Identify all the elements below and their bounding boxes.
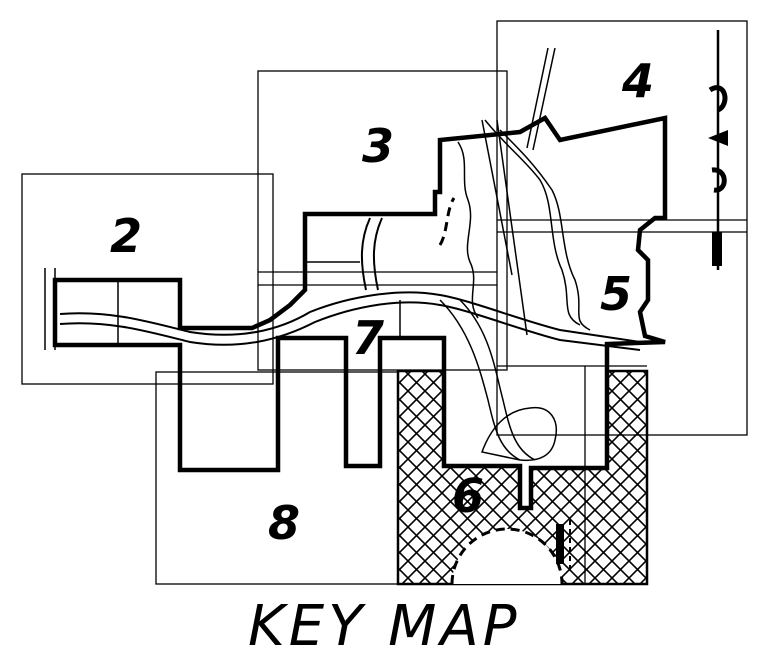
stream (459, 299, 536, 461)
access-road (532, 47, 556, 151)
sheet-label-6: 6 (452, 469, 484, 523)
map-title: KEY MAP (248, 594, 521, 659)
sheet-label-8: 8 (268, 496, 300, 550)
river-bank (457, 141, 479, 319)
sheet-label-2: 2 (110, 209, 142, 263)
sheet-label-7: 7 (352, 311, 384, 365)
sheet-4-outline (496, 20, 748, 436)
sheet-label-3: 3 (362, 119, 394, 173)
sheet-6-marker (556, 524, 564, 564)
sheet-6-arc-cutout (452, 529, 562, 584)
access-road (481, 119, 513, 276)
north-arrow-icon (708, 30, 728, 270)
stream (439, 299, 521, 461)
sheet-label-4: 4 (621, 54, 654, 108)
highway-corridor (59, 291, 641, 343)
creek (360, 217, 383, 291)
sheet-label-5: 5 (600, 267, 632, 321)
river-bank (484, 119, 581, 326)
access-road (526, 47, 549, 149)
river-bank (499, 129, 591, 331)
highway-corridor (59, 301, 641, 351)
internal-boundary (438, 197, 456, 246)
access-road (496, 119, 528, 336)
pond-outline (480, 406, 557, 462)
project-boundary (52, 115, 668, 511)
sheet-2-outline (21, 173, 274, 385)
